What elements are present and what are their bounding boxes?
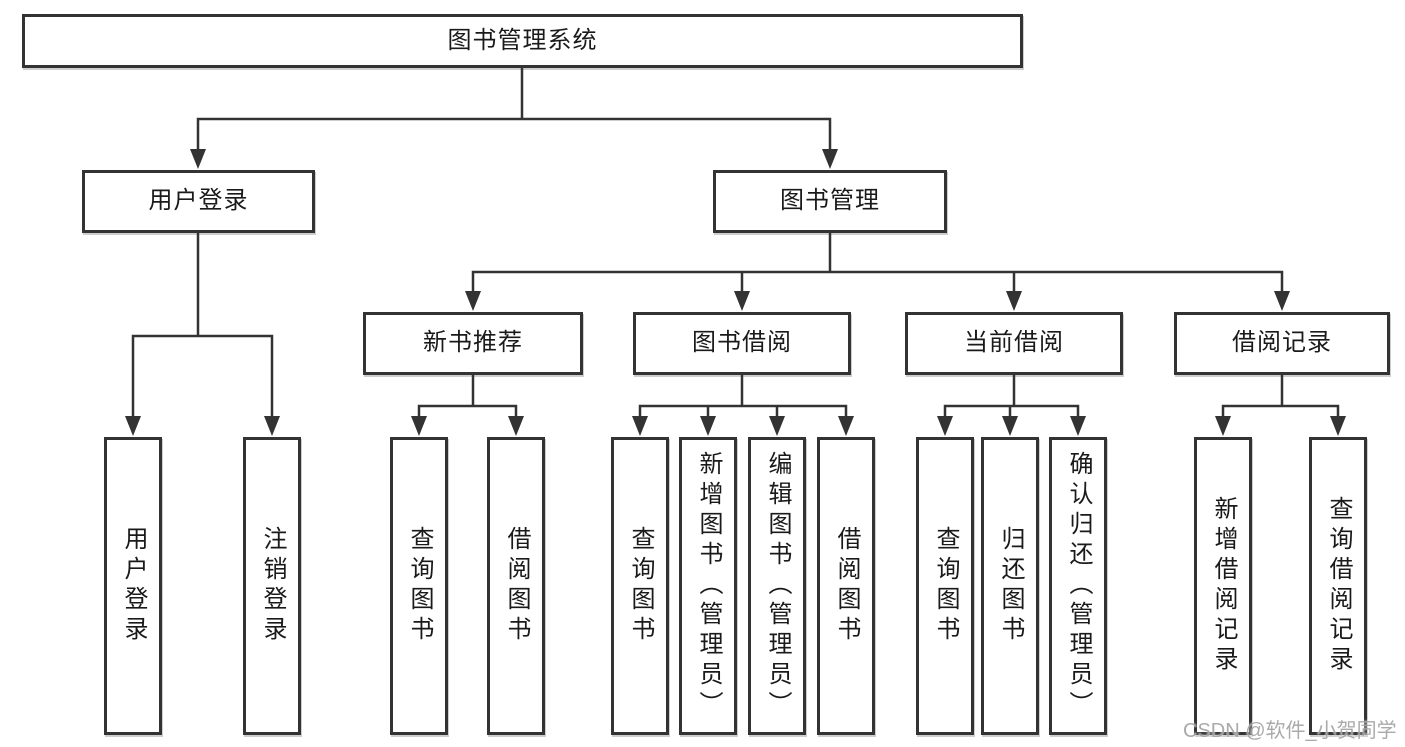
leaf-borrow-books: 借阅图书 (817, 437, 875, 735)
node-user-login-label: 用户登录 (148, 187, 249, 215)
leaf-return-book: 归还图书 (981, 437, 1039, 735)
connector-current-borrow-children (943, 373, 1080, 423)
node-borrow-records-label: 借阅记录 (1232, 329, 1332, 357)
leaf-add-borrow-record: 新增借阅记录 (1194, 437, 1252, 735)
connector-book-borrow-children (638, 373, 848, 423)
node-borrow-records: 借阅记录 (1174, 312, 1390, 375)
leaf-label: 查询借阅记录 (1325, 496, 1352, 676)
node-new-book-recommend-label: 新书推荐 (423, 329, 523, 357)
node-current-borrow-label: 当前借阅 (964, 329, 1064, 357)
leaf-query-borrow-record: 查询借阅记录 (1309, 437, 1367, 735)
connector-root-to-level2 (196, 66, 832, 156)
leaf-query-books-borrow: 查询图书 (611, 437, 669, 735)
node-new-book-recommend: 新书推荐 (363, 312, 583, 375)
leaf-label: 注销登录 (259, 526, 286, 646)
leaf-label: 归还图书 (997, 526, 1024, 646)
leaf-label: 新增借阅记录 (1210, 496, 1237, 676)
leaf-query-books-recommend: 查询图书 (390, 437, 448, 735)
leaf-borrow-books-recommend: 借阅图书 (487, 437, 545, 735)
leaf-edit-book-admin: 编辑图书（管理员） (748, 437, 806, 735)
node-user-login: 用户登录 (82, 170, 315, 233)
node-book-management: 图书管理 (713, 170, 947, 233)
leaf-label: 借阅图书 (503, 526, 530, 646)
connector-user-login-children (131, 231, 274, 423)
connector-borrow-record-children (1221, 373, 1340, 423)
node-book-management-label: 图书管理 (780, 187, 880, 215)
leaf-query-books-current: 查询图书 (916, 437, 974, 735)
leaf-label: 查询图书 (932, 526, 959, 646)
leaf-label: 借阅图书 (833, 526, 860, 646)
leaf-label: 查询图书 (406, 526, 433, 646)
node-book-borrow-label: 图书借阅 (692, 329, 792, 357)
leaf-label: 编辑图书（管理员） (764, 451, 791, 721)
arrowheads (125, 149, 1346, 436)
leaf-label: 确认归还（管理员） (1065, 451, 1092, 721)
leaf-add-book-admin: 新增图书（管理员） (679, 437, 737, 735)
leaf-label: 用户登录 (120, 526, 147, 646)
connector-book-management-to-level3 (471, 231, 1284, 298)
node-book-borrow: 图书借阅 (633, 312, 851, 375)
leaf-confirm-return-admin: 确认归还（管理员） (1049, 437, 1107, 735)
leaf-label: 查询图书 (627, 526, 654, 646)
node-current-borrow: 当前借阅 (905, 312, 1123, 375)
leaf-user-login: 用户登录 (104, 437, 162, 735)
node-root: 图书管理系统 (22, 14, 1023, 68)
node-root-label: 图书管理系统 (447, 26, 598, 54)
leaf-label: 新增图书（管理员） (695, 451, 722, 721)
leaf-logout: 注销登录 (243, 437, 301, 735)
csdn-watermark: CSDN @软件_小贺同学 (1183, 720, 1397, 742)
connector-new-book-children (417, 373, 518, 423)
